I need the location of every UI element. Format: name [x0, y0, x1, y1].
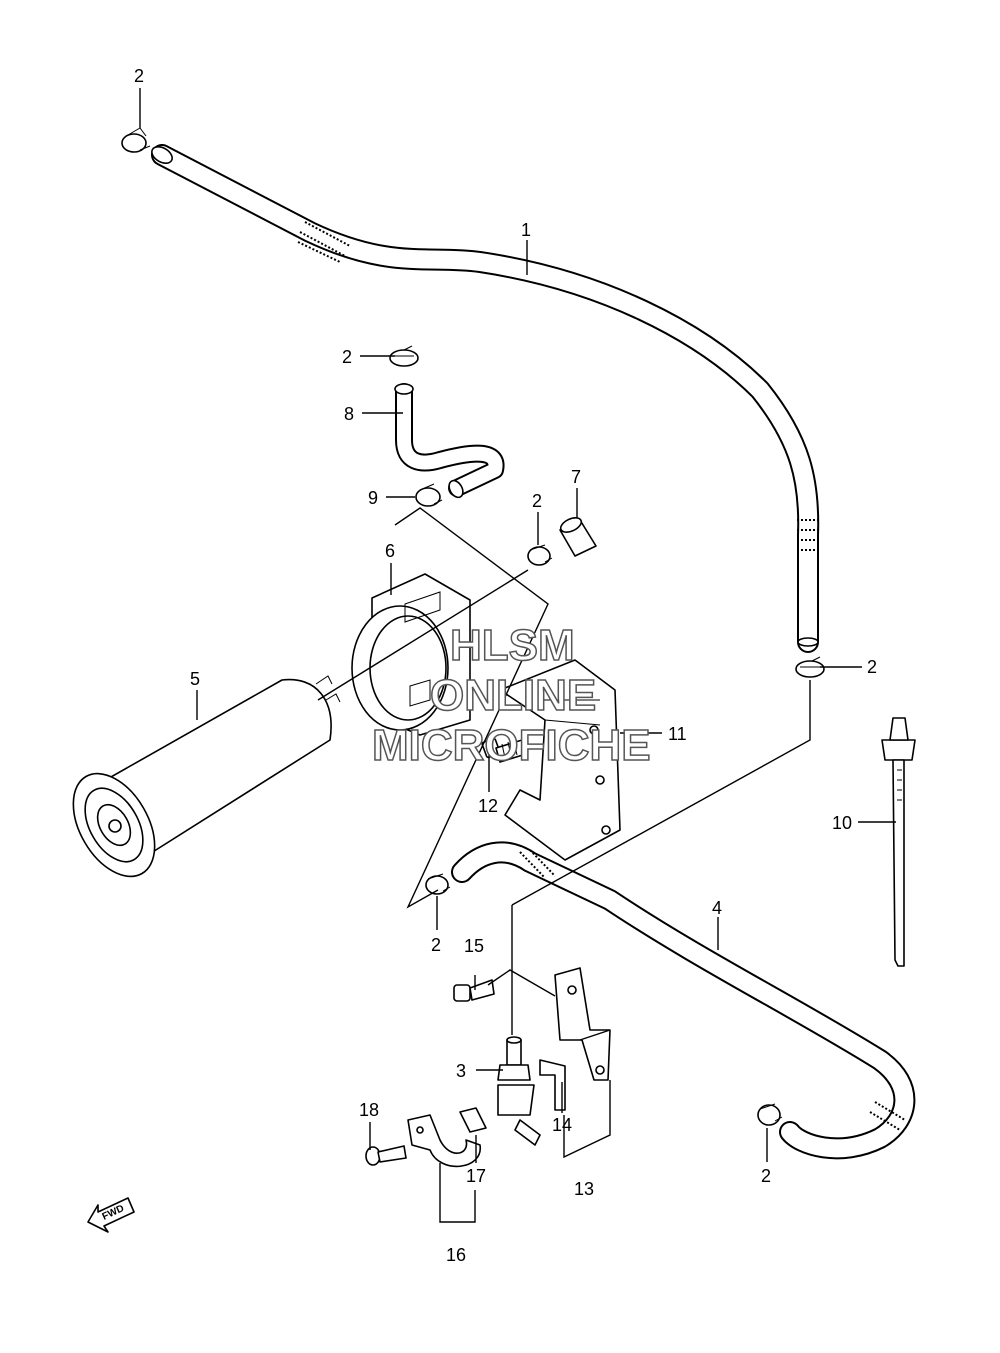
- clip-part-14: [539, 1059, 566, 1111]
- watermark-line-2: ONLINE: [430, 671, 596, 720]
- clamp-part-2-b: [389, 345, 419, 367]
- clamp-part-2-c: [527, 544, 553, 566]
- callout-2: 2: [342, 347, 352, 367]
- callout-2: 2: [134, 66, 144, 86]
- fwd-arrow-icon: FWD: [87, 1197, 135, 1233]
- callout-2: 2: [532, 491, 542, 511]
- callout-17: 17: [466, 1166, 486, 1186]
- callout-13: 13: [574, 1179, 594, 1199]
- callout-4: 4: [712, 898, 722, 918]
- clamp-part-2-e: [425, 873, 451, 895]
- screw-part-18: [365, 1145, 407, 1166]
- callout-1: 1: [521, 220, 531, 240]
- callout-7: 7: [571, 467, 581, 487]
- clip-part-17: [459, 1107, 487, 1133]
- callout-18: 18: [359, 1100, 379, 1120]
- callout-2: 2: [761, 1166, 771, 1186]
- callout-12: 12: [478, 796, 498, 816]
- callout-5: 5: [190, 669, 200, 689]
- bracket-part-13: [554, 967, 611, 1081]
- callout-6: 6: [385, 541, 395, 561]
- clamp-part-9: [415, 483, 443, 507]
- bolt-part-15: [453, 979, 495, 1002]
- cable-tie-part-10: [881, 717, 916, 967]
- callout-16: 16: [446, 1245, 466, 1265]
- bracket-part-11: [499, 659, 621, 861]
- clamp-part-2-f: [757, 1103, 783, 1126]
- fuel-pump-part-5: [72, 675, 341, 878]
- sleeve-part-7: [559, 517, 597, 557]
- callout-15: 15: [464, 936, 484, 956]
- hose-part-4: [451, 841, 916, 1160]
- callout-10: 10: [832, 813, 852, 833]
- callout-2: 2: [867, 657, 877, 677]
- leader-lines: [139, 88, 896, 1223]
- hose-part-1: [151, 144, 820, 653]
- holder-part-6: [351, 573, 471, 736]
- watermark-line-3: MICROFICHE: [372, 721, 651, 770]
- watermark: HLSM ONLINE MICROFICHE: [371, 620, 651, 771]
- watermark-line-1: HLSM: [450, 621, 575, 670]
- callout-labels: 2 1 2 8 9 2 7 6 5 2 11 12 10 4 2 15 3 18…: [134, 66, 877, 1265]
- valve-part-3: [497, 1036, 541, 1146]
- callout-8: 8: [344, 404, 354, 424]
- callout-11: 11: [668, 724, 687, 744]
- hose-part-8: [394, 383, 505, 499]
- bolt-part-12: [481, 737, 527, 763]
- callout-2: 2: [431, 935, 441, 955]
- callout-3: 3: [456, 1061, 466, 1081]
- callout-14: 14: [552, 1115, 572, 1135]
- callout-9: 9: [368, 488, 378, 508]
- clamp-part-2-d: [795, 656, 825, 678]
- clamp-part-16: [407, 1114, 481, 1168]
- clamp-part-2-a: [121, 127, 151, 153]
